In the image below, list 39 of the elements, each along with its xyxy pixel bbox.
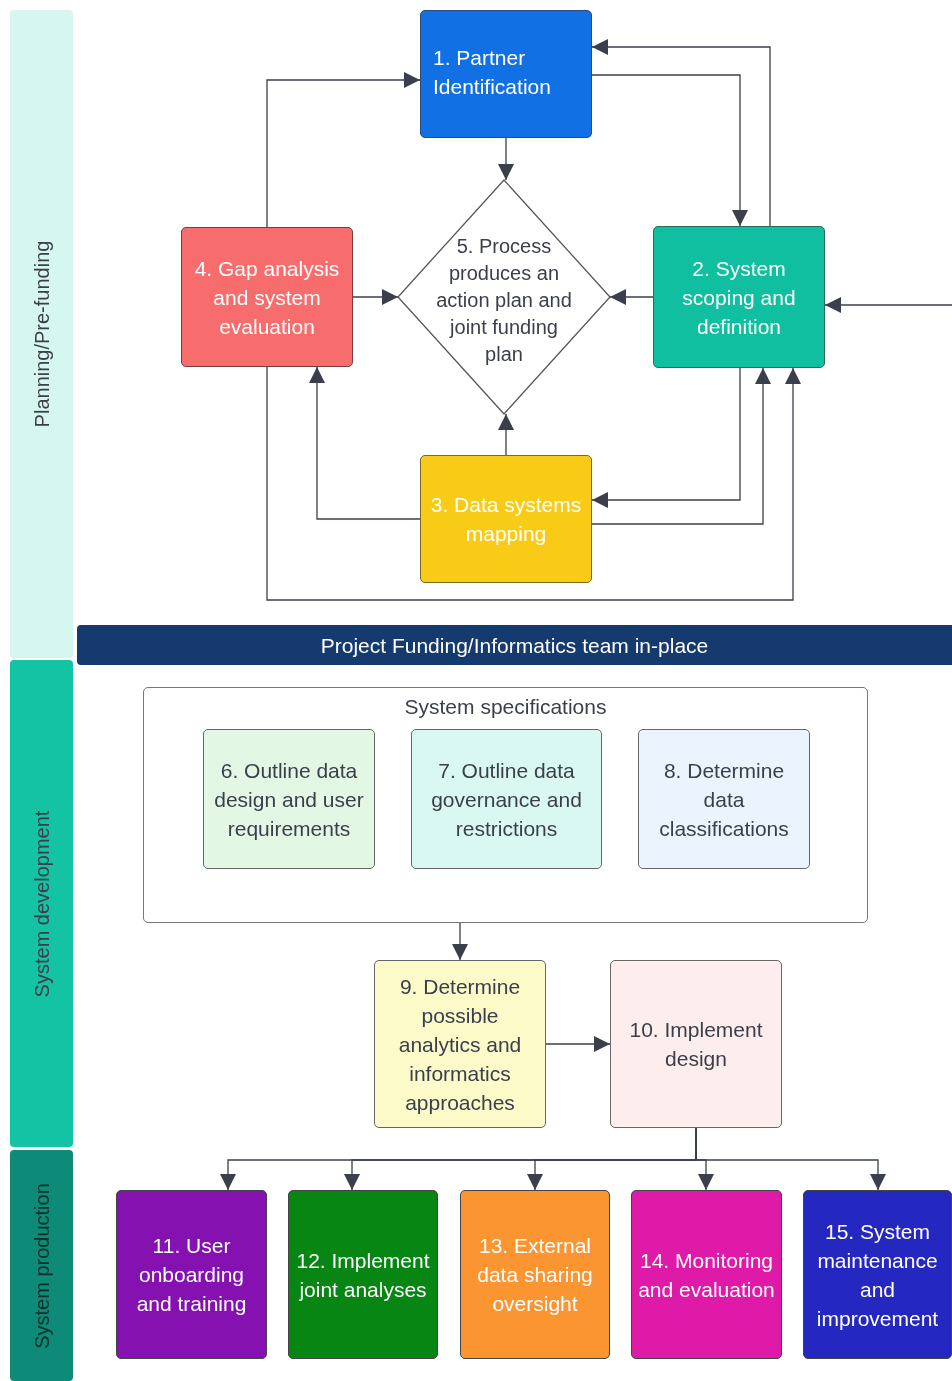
process-box: 1. Partner Identification bbox=[420, 10, 592, 138]
process-box: 13. External data sharing oversight bbox=[460, 1190, 610, 1359]
arrow bbox=[352, 289, 399, 305]
process-box: 7. Outline data governance and restrictions bbox=[411, 729, 602, 869]
process-box: 11. User onboarding and training bbox=[116, 1190, 267, 1359]
process-box: 4. Gap analysis and system evaluation bbox=[181, 227, 353, 367]
lane-label: Planning/Pre-funding bbox=[29, 240, 54, 428]
arrow bbox=[498, 413, 514, 456]
arrow bbox=[266, 72, 421, 228]
arrow bbox=[824, 297, 952, 313]
arrow bbox=[452, 922, 468, 961]
arrow bbox=[591, 39, 771, 227]
process-box: 15. System maintenance and improvement bbox=[803, 1190, 952, 1359]
process-box: 10. Implement design bbox=[610, 960, 782, 1128]
arrow bbox=[591, 367, 741, 508]
group-box bbox=[143, 687, 868, 923]
arrow bbox=[498, 137, 514, 181]
process-box: 12. Implement joint analyses bbox=[288, 1190, 438, 1359]
diamond-label: 5. Process produces an action plan and joint funding plan bbox=[436, 233, 572, 367]
swimlane-band bbox=[10, 660, 73, 1147]
process-box: 2. System scoping and definition bbox=[653, 226, 825, 368]
swimlane-band bbox=[10, 1150, 73, 1381]
process-box: 8. Determine data classifications bbox=[638, 729, 810, 869]
arrow bbox=[545, 1036, 611, 1052]
arrow bbox=[591, 74, 748, 227]
arrow bbox=[609, 289, 654, 305]
lane-label: System development bbox=[29, 810, 54, 997]
phase-banner: Project Funding/Informatics team in-place bbox=[77, 625, 952, 665]
process-box: 9. Determine possible analytics and informatics approaches bbox=[374, 960, 546, 1128]
swimlane-band bbox=[10, 10, 73, 658]
arrow bbox=[695, 1127, 886, 1191]
process-box: 3. Data systems mapping bbox=[420, 455, 592, 583]
group-heading: System specifications bbox=[404, 694, 607, 720]
process-box: 6. Outline data design and user requirements bbox=[203, 729, 375, 869]
arrow bbox=[591, 367, 771, 525]
arrow bbox=[309, 366, 421, 520]
process-box: 14. Monitoring and evaluation bbox=[631, 1190, 782, 1359]
arrow bbox=[266, 366, 801, 601]
lane-label: System production bbox=[29, 1182, 54, 1349]
